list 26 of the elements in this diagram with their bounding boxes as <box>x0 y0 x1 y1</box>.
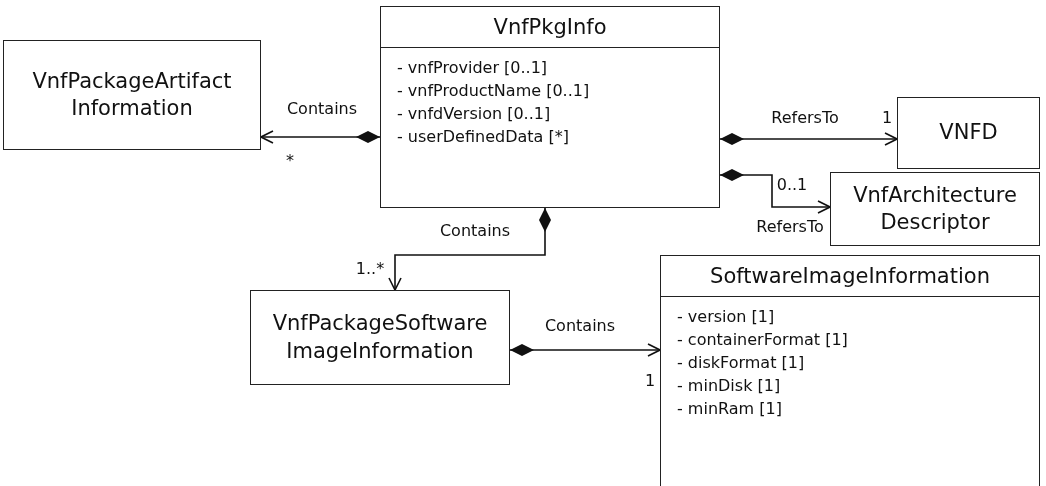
attribute-text: - version [1] <box>676 306 776 328</box>
attribute-text: - vnfdVersion [0..1] <box>396 103 552 125</box>
attribute-text: - userDefinedData [*] <box>396 126 570 148</box>
association-arrow <box>388 207 551 291</box>
class-box <box>897 97 1040 169</box>
association-arrow <box>509 343 661 357</box>
class-box <box>660 255 1040 486</box>
class-box <box>3 40 261 150</box>
attribute-text: - vnfProductName [0..1] <box>396 80 591 102</box>
class-box <box>380 6 720 208</box>
class-box <box>250 290 510 385</box>
attribute-text: - containerFormat [1] <box>676 329 849 351</box>
association-arrow <box>719 169 831 214</box>
class-name: VnfPkgInfo <box>381 7 719 48</box>
class-name: VnfPackageSoftware ImageInformation <box>271 310 489 365</box>
attribute-text: - diskFormat [1] <box>676 352 806 374</box>
class-box <box>830 172 1040 246</box>
association-arrow <box>719 132 898 146</box>
class-name: SoftwareImageInformation <box>661 256 1039 297</box>
class-name: VnfArchitecture Descriptor <box>852 181 1018 236</box>
attribute-text: - vnfProvider [0..1] <box>396 57 549 79</box>
attribute-text: - minRam [1] <box>676 398 783 420</box>
association-arrow <box>260 130 381 144</box>
class-name: VnfPackageArtifact Information <box>31 67 233 122</box>
attribute-text: - minDisk [1] <box>676 375 782 397</box>
class-name: VNFD <box>939 119 998 147</box>
